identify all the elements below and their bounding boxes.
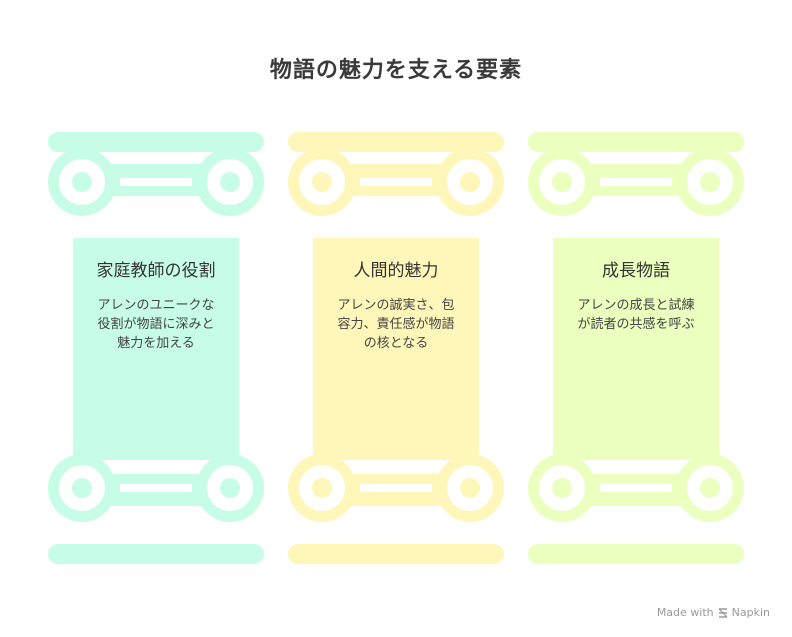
pillar-desc-line: が読者の共感を呼ぶ [577, 317, 695, 332]
volute-eye [312, 172, 332, 192]
capital-groove [600, 484, 672, 492]
pillar-home-tutor: 家庭教師の役割 アレンのユニークな 役割が物語に深みと 魅力を加える [48, 130, 264, 566]
pillar-shape [48, 132, 264, 564]
pillar-desc-line: 容力、責任感が物語 [337, 317, 455, 332]
pillar-bottom-bar [288, 544, 504, 564]
pillar-description: アレンの誠実さ、包 容力、責任感が物語 の核となる [312, 296, 480, 353]
volute-eye [700, 478, 720, 498]
pillar-description: アレンの成長と試練 が読者の共感を呼ぶ [552, 296, 720, 334]
capital-groove [120, 178, 192, 186]
pillar-title: 家庭教師の役割 [96, 261, 216, 281]
volute-eye [460, 478, 480, 498]
volute-eye [460, 172, 480, 192]
pillar-bottom-bar [48, 544, 264, 564]
diagram-title: 物語の魅力を支える要素 [269, 58, 523, 83]
volute-eye [312, 478, 332, 498]
brand-label: Napkin [731, 606, 770, 619]
pillar-title: 人間的魅力 [353, 261, 439, 281]
pillar-bottom-bar [528, 544, 744, 564]
pillar-shapes [48, 132, 264, 564]
volute-eye [72, 172, 92, 192]
capital-groove [360, 484, 432, 492]
pillar-desc-line: 役割が物語に深みと [97, 317, 215, 332]
pillar-shape [528, 132, 744, 564]
pillar-desc-line: アレンの誠実さ、包 [337, 298, 455, 313]
volute-eye [220, 478, 240, 498]
pillar-shapes [528, 132, 744, 564]
pillar-desc-line: 魅力を加える [117, 336, 195, 351]
volute-eye [552, 478, 572, 498]
volute-eye [552, 172, 572, 192]
volute-eye [72, 478, 92, 498]
capital-groove [360, 178, 432, 186]
footer-attribution: Made with Napkin [657, 606, 770, 619]
pillar-top-bar [288, 132, 504, 152]
pillar-shaft [73, 238, 239, 460]
pillar-top-bar [48, 132, 264, 152]
napkin-logo-icon [718, 607, 728, 618]
pillar-top-bar [528, 132, 744, 152]
capital-groove [120, 484, 192, 492]
pillar-shapes [288, 132, 504, 564]
capital-groove [600, 178, 672, 186]
pillar-desc-line: アレンのユニークな [97, 298, 215, 313]
pillar-desc-line: の核となる [363, 336, 429, 351]
pillar-growth-story: 成長物語 アレンの成長と試練 が読者の共感を呼ぶ [528, 130, 744, 566]
pillar-description: アレンのユニークな 役割が物語に深みと 魅力を加える [72, 296, 240, 353]
volute-eye [220, 172, 240, 192]
pillar-shape [288, 132, 504, 564]
pillar-title: 成長物語 [602, 261, 670, 281]
pillar-shaft [553, 238, 719, 460]
pillar-human-charm: 人間的魅力 アレンの誠実さ、包 容力、責任感が物語 の核となる [288, 130, 504, 566]
volute-eye [700, 172, 720, 192]
made-with-label: Made with [656, 606, 714, 619]
pillar-shaft [313, 238, 479, 460]
pillar-desc-line: アレンの成長と試練 [577, 298, 695, 313]
